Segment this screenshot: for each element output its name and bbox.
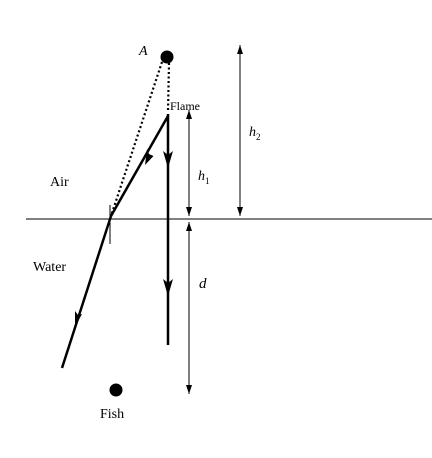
h1-label: h1 bbox=[198, 169, 210, 186]
vertical-ray-arrow-water bbox=[163, 279, 173, 296]
incident-ray bbox=[109, 115, 170, 217]
point-a-label: A bbox=[138, 44, 148, 59]
h1-arrow-bottom bbox=[186, 207, 192, 216]
h2-main: h bbox=[249, 125, 256, 140]
d-arrow-top bbox=[186, 222, 192, 231]
d-label: d bbox=[199, 276, 207, 292]
h2-subscript: 2 bbox=[256, 132, 261, 142]
refracted-ray-arrow bbox=[75, 311, 82, 327]
apparent-ray-left bbox=[109, 61, 164, 217]
h2-label: h2 bbox=[249, 125, 261, 142]
h1-arrow-top bbox=[186, 110, 192, 119]
air-label: Air bbox=[50, 175, 69, 190]
refracted-ray bbox=[60, 215, 113, 369]
apparent-ray-right bbox=[166, 62, 171, 113]
h2-arrow-bottom bbox=[237, 207, 243, 216]
apparent-position-dot bbox=[160, 50, 174, 64]
flame-label: Flame bbox=[170, 99, 200, 113]
h1-subscript: 1 bbox=[205, 176, 210, 186]
vertical-ray-arrow-air bbox=[163, 151, 173, 168]
h1-main: h bbox=[198, 169, 205, 184]
water-label: Water bbox=[33, 260, 66, 275]
h2-arrow-top bbox=[237, 45, 243, 54]
incident-ray-arrow bbox=[145, 149, 154, 165]
fish-label: Fish bbox=[100, 407, 124, 422]
fish-dot bbox=[109, 383, 123, 397]
d-arrow-bottom bbox=[186, 385, 192, 394]
